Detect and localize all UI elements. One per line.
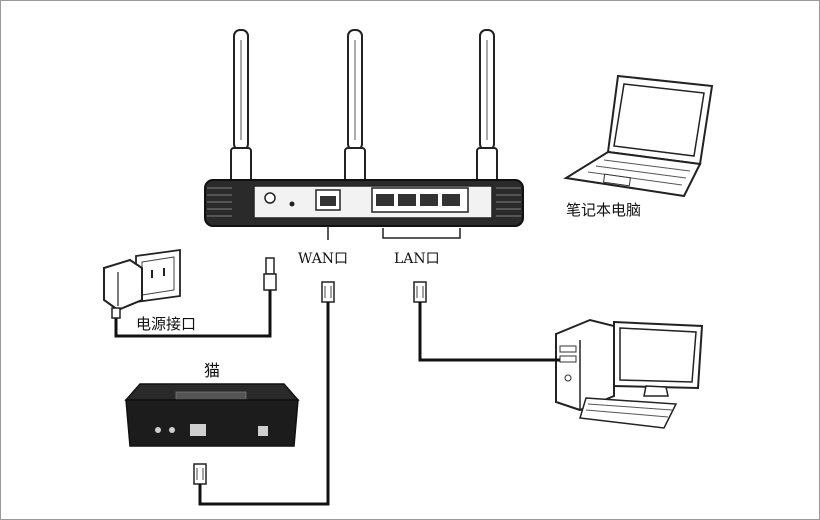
router-antenna-right (476, 29, 498, 197)
power-adapter-icon (103, 258, 143, 319)
wall-socket-icon (135, 248, 181, 304)
wan-cable (198, 302, 330, 506)
router (204, 29, 524, 240)
modem-ethernet-plug (193, 463, 207, 485)
router-antenna-middle (344, 29, 366, 197)
laptop-label: 笔记本电脑 (566, 201, 641, 219)
router-power-port (264, 192, 276, 204)
desktop-computer-icon (555, 318, 704, 429)
lan-port-label: LAN口 (394, 251, 440, 267)
lan-cable (418, 302, 560, 362)
modem-icon (124, 383, 300, 447)
wan-ethernet-plug (321, 281, 335, 303)
modem-label: 猫 (204, 361, 220, 380)
power-plug-connector (263, 257, 277, 291)
wan-port-label: WAN口 (298, 251, 348, 267)
router-vents (207, 187, 521, 217)
router-antenna-left (230, 29, 252, 197)
router-wan-port-jack (320, 196, 336, 206)
router-reset-button (289, 201, 295, 207)
router-lan-ports (371, 187, 469, 213)
lan-ethernet-plug (413, 281, 427, 303)
power-socket-label: 电源接口 (136, 315, 196, 333)
power-cable (114, 290, 272, 338)
lan-bracket (382, 228, 461, 239)
laptop-icon (563, 74, 714, 198)
